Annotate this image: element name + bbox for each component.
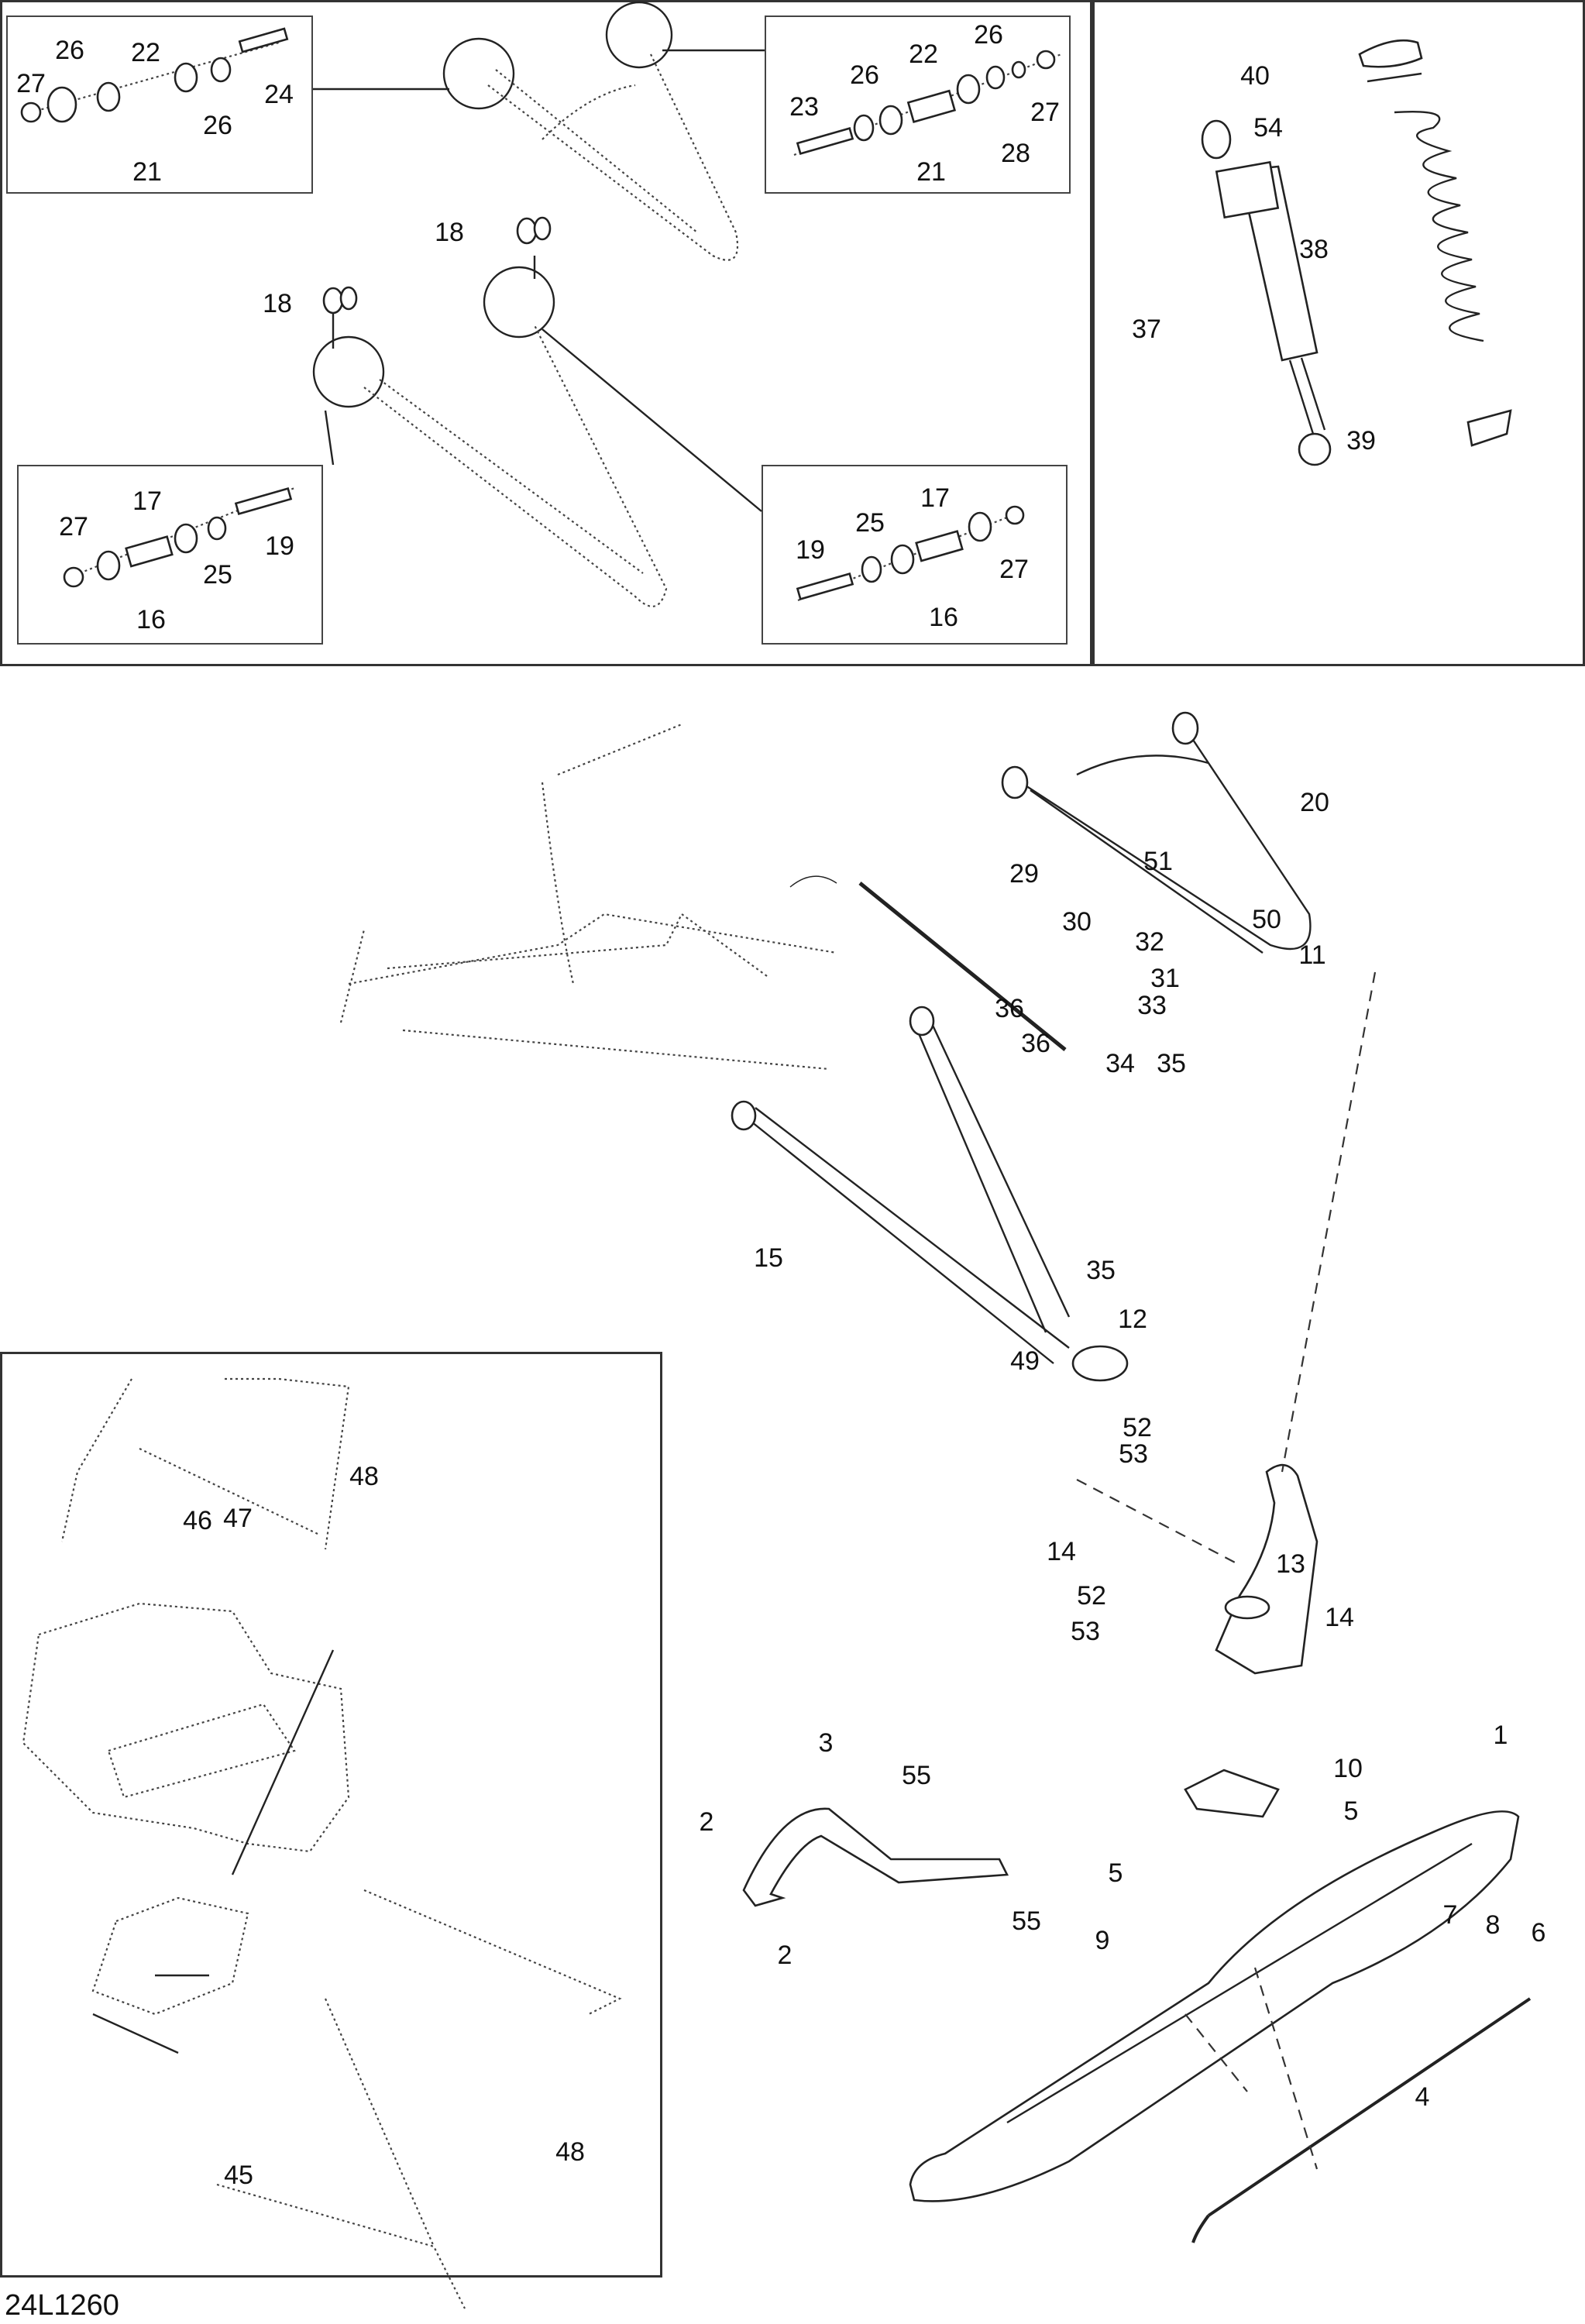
callout-47[interactable]: 47 xyxy=(223,1504,253,1533)
frame-phantom-drawing xyxy=(22,1377,622,2309)
upper-control-arm-drawing xyxy=(1001,711,1312,954)
callout-8[interactable]: 8 xyxy=(1485,1910,1501,1940)
figure-reference-code: 24L1260 xyxy=(5,2289,119,2322)
callout-48[interactable]: 48 xyxy=(555,2137,585,2167)
callout-3[interactable]: 3 xyxy=(818,1728,834,1758)
callout-54[interactable]: 54 xyxy=(1253,113,1283,143)
callout-33[interactable]: 33 xyxy=(1137,991,1167,1020)
callout-5[interactable]: 5 xyxy=(1108,1858,1123,1888)
callout-35[interactable]: 35 xyxy=(1086,1256,1116,1285)
callout-18[interactable]: 18 xyxy=(263,289,292,318)
callout-22[interactable]: 22 xyxy=(909,40,938,69)
callout-12[interactable]: 12 xyxy=(1118,1305,1147,1334)
callout-7[interactable]: 7 xyxy=(1442,1900,1458,1930)
callout-19[interactable]: 19 xyxy=(265,531,294,561)
upper-arm-detail-panel xyxy=(0,0,1092,666)
callout-5[interactable]: 5 xyxy=(1343,1796,1359,1826)
connector-line xyxy=(324,410,335,466)
callout-15[interactable]: 15 xyxy=(754,1243,783,1273)
callout-27[interactable]: 27 xyxy=(999,555,1029,584)
callout-25[interactable]: 25 xyxy=(203,560,232,590)
callout-51[interactable]: 51 xyxy=(1143,847,1173,876)
sway-bar-drawing xyxy=(858,882,1067,1051)
rear-suspension-phantom-drawing xyxy=(339,723,837,1071)
callout-20[interactable]: 20 xyxy=(1300,788,1329,817)
callout-30[interactable]: 30 xyxy=(1062,907,1092,937)
callout-18[interactable]: 18 xyxy=(435,218,464,247)
wear-pad-drawing xyxy=(1184,1769,1280,1818)
callout-2[interactable]: 2 xyxy=(777,1941,792,1970)
callout-39[interactable]: 39 xyxy=(1346,426,1376,456)
callout-16[interactable]: 16 xyxy=(929,603,958,632)
spindle-knuckle-drawing xyxy=(1076,971,1377,1675)
callout-28[interactable]: 28 xyxy=(1001,139,1030,168)
callout-55[interactable]: 55 xyxy=(1012,1906,1041,1936)
callout-13[interactable]: 13 xyxy=(1276,1549,1305,1579)
callout-1[interactable]: 1 xyxy=(1493,1721,1508,1750)
connector-line xyxy=(542,328,762,512)
ski-drawing xyxy=(909,1810,1532,2243)
ski-handle-drawing xyxy=(742,1807,1009,1907)
callout-53[interactable]: 53 xyxy=(1119,1439,1148,1469)
callout-4[interactable]: 4 xyxy=(1415,2082,1430,2112)
callout-6[interactable]: 6 xyxy=(1531,1918,1546,1948)
callout-50[interactable]: 50 xyxy=(1252,905,1281,934)
callout-25[interactable]: 25 xyxy=(855,508,885,538)
callout-21[interactable]: 21 xyxy=(916,157,946,187)
callout-36[interactable]: 36 xyxy=(1021,1029,1050,1058)
callout-46[interactable]: 46 xyxy=(183,1506,212,1535)
callout-45[interactable]: 45 xyxy=(224,2161,253,2190)
callout-32[interactable]: 32 xyxy=(1135,927,1164,957)
callout-26[interactable]: 26 xyxy=(55,36,84,65)
shock-absorber-drawing xyxy=(1201,39,1512,466)
callout-9[interactable]: 9 xyxy=(1095,1926,1110,1955)
callout-53[interactable]: 53 xyxy=(1071,1617,1100,1646)
callout-27[interactable]: 27 xyxy=(1030,98,1060,127)
callout-14[interactable]: 14 xyxy=(1325,1603,1354,1632)
callout-52[interactable]: 52 xyxy=(1123,1413,1152,1442)
bushing-hardware xyxy=(20,27,1062,602)
callout-19[interactable]: 19 xyxy=(796,535,825,565)
callout-52[interactable]: 52 xyxy=(1077,1581,1106,1611)
callout-35[interactable]: 35 xyxy=(1157,1049,1186,1078)
callout-2[interactable]: 2 xyxy=(699,1807,714,1837)
lower-control-arm-drawing xyxy=(731,1006,1129,1382)
callout-48[interactable]: 48 xyxy=(349,1462,379,1491)
callout-38[interactable]: 38 xyxy=(1299,235,1329,264)
sleeve-parts xyxy=(322,216,552,315)
coil-spring-drawing xyxy=(1394,111,1484,342)
callout-37[interactable]: 37 xyxy=(1132,315,1161,344)
callout-55[interactable]: 55 xyxy=(902,1761,931,1790)
callout-27[interactable]: 27 xyxy=(59,512,88,541)
callout-26[interactable]: 26 xyxy=(850,60,879,90)
upper-a-arm-drawing xyxy=(442,1,739,261)
callout-40[interactable]: 40 xyxy=(1240,61,1270,91)
callout-17[interactable]: 17 xyxy=(920,483,950,513)
callout-36[interactable]: 36 xyxy=(995,994,1024,1023)
callout-17[interactable]: 17 xyxy=(132,486,162,516)
callout-16[interactable]: 16 xyxy=(136,605,166,634)
callout-22[interactable]: 22 xyxy=(131,38,160,67)
callout-14[interactable]: 14 xyxy=(1047,1537,1076,1566)
frame-detail-panel xyxy=(0,1352,662,2278)
callout-27[interactable]: 27 xyxy=(16,69,46,98)
callout-10[interactable]: 10 xyxy=(1333,1754,1363,1783)
callout-21[interactable]: 21 xyxy=(132,157,162,187)
callout-26[interactable]: 26 xyxy=(974,20,1003,50)
callout-23[interactable]: 23 xyxy=(789,92,819,122)
callout-29[interactable]: 29 xyxy=(1009,859,1039,889)
callout-24[interactable]: 24 xyxy=(264,80,294,109)
shock-detail-panel xyxy=(1092,0,1585,666)
callout-31[interactable]: 31 xyxy=(1150,964,1180,993)
callout-34[interactable]: 34 xyxy=(1105,1049,1135,1078)
lower-a-arm-drawing xyxy=(312,256,668,607)
callout-26[interactable]: 26 xyxy=(203,111,232,140)
callout-11[interactable]: 11 xyxy=(1298,940,1326,970)
callout-49[interactable]: 49 xyxy=(1010,1346,1040,1376)
